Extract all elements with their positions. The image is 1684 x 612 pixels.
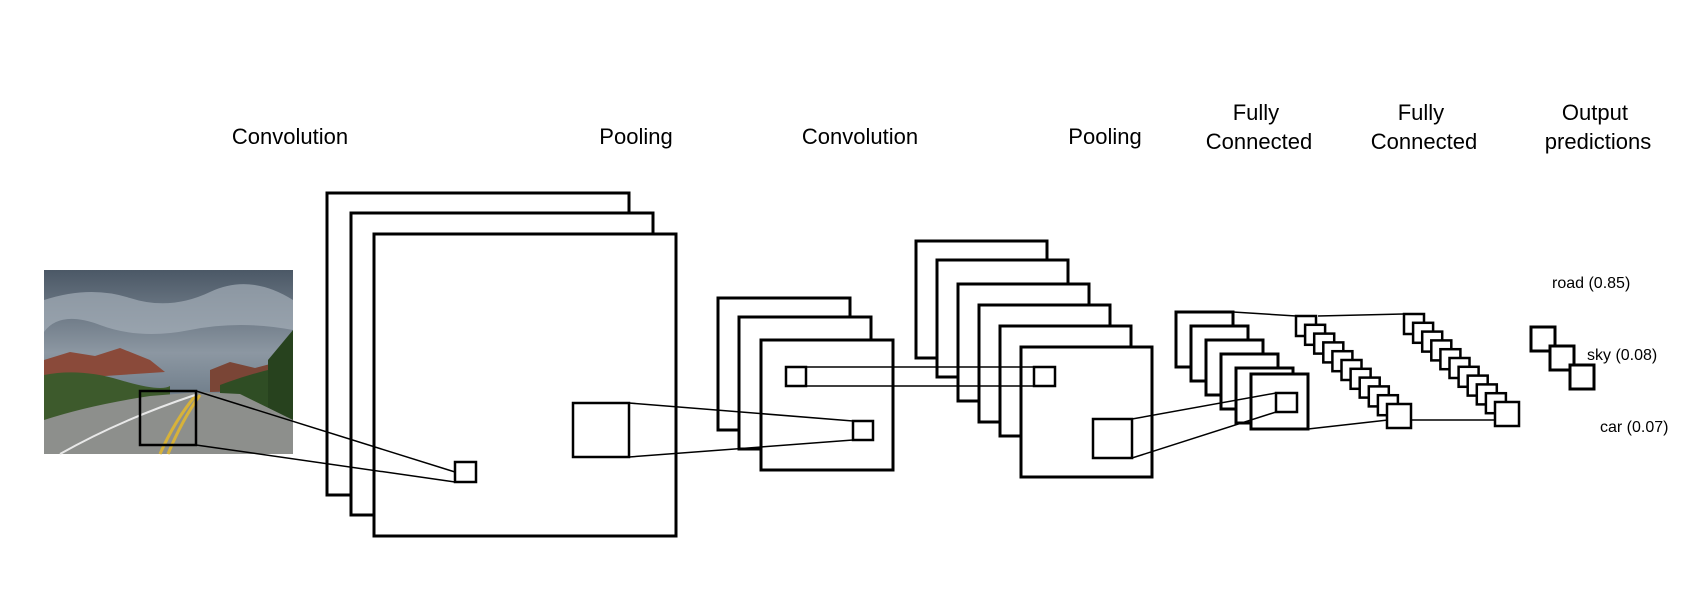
conv2-pool-window xyxy=(1091,417,1134,460)
connection-lines xyxy=(195,311,1494,483)
stage-label-output: Output predictions xyxy=(1545,100,1651,154)
prediction-sky: sky (0.08) xyxy=(1587,347,1657,364)
fc2-neuron xyxy=(1493,400,1521,428)
output-units xyxy=(1529,325,1596,391)
stage-label-fc2: Fully Connected xyxy=(1371,100,1477,154)
fc1-unit xyxy=(1274,391,1299,414)
prediction-car: car (0.07) xyxy=(1600,419,1668,436)
stage-label-pool1: Pooling xyxy=(599,124,672,149)
conv1-unit xyxy=(453,460,478,484)
pool1-feature-maps xyxy=(716,296,895,472)
conv1-feature-maps xyxy=(325,191,678,538)
stage-label-conv2: Convolution xyxy=(802,124,918,149)
input-receptive-window xyxy=(138,389,198,447)
conv1-pool-window xyxy=(571,401,631,459)
conv2-unit xyxy=(1032,365,1057,388)
pool1-unit xyxy=(851,419,875,442)
conv1-map xyxy=(372,232,678,538)
output-unit-car xyxy=(1568,363,1596,391)
fc1-unit-stack xyxy=(1294,314,1413,430)
input-image xyxy=(44,270,293,455)
fc2-unit-stack xyxy=(1402,312,1521,428)
fc1-feature-maps xyxy=(1174,310,1310,431)
prediction-road: road (0.85) xyxy=(1552,275,1630,292)
stage-label-conv1: Convolution xyxy=(232,124,348,149)
conv2-feature-maps xyxy=(914,239,1154,479)
stage-label-pool2: Pooling xyxy=(1068,124,1141,149)
fc1-neuron xyxy=(1385,402,1413,430)
stage-label-fc1: Fully Connected xyxy=(1206,100,1312,154)
pool1-window xyxy=(784,365,808,388)
pool1-map xyxy=(759,338,895,472)
